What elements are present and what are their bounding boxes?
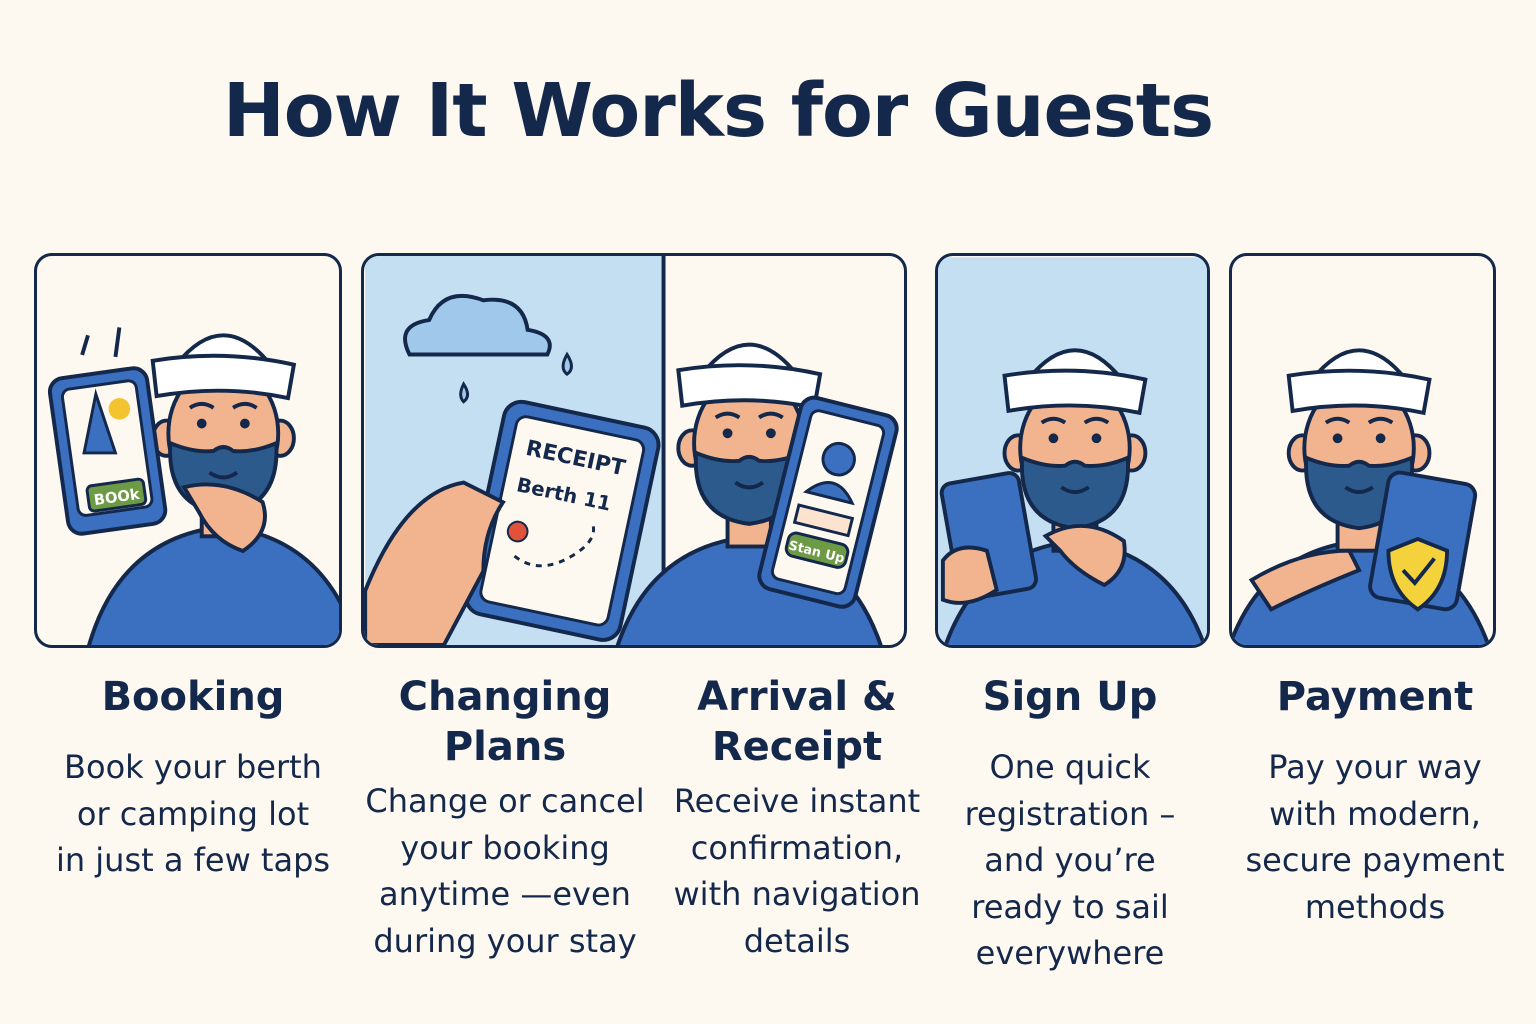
step-text: anytime —even	[379, 875, 631, 913]
step-text: ready to sail	[971, 887, 1169, 926]
step-payment: Payment Pay your way with modern, secure…	[1235, 672, 1515, 930]
step-text: Receive instant	[673, 782, 921, 820]
step-text: secure payment	[1245, 841, 1505, 879]
step-heading: Sign Up	[982, 674, 1158, 720]
step-changing-plans: Changing Plans Change or cancel your boo…	[355, 672, 655, 964]
rain-cloud-icon	[403, 293, 552, 357]
step-sign-up: Sign Up One quick registration – and you…	[950, 672, 1190, 977]
sign-up-illustration	[935, 253, 1210, 648]
step-heading: Arrival &	[697, 674, 897, 720]
page-title: How It Works for Guests	[222, 68, 1214, 154]
step-text: details	[743, 921, 851, 960]
booking-illustration: BOOk	[34, 253, 342, 648]
step-text: during your stay	[373, 921, 637, 960]
step-text: Change or cancel	[365, 782, 645, 820]
step-text: registration –	[964, 794, 1176, 833]
step-text: confirmation,	[690, 828, 904, 867]
user-avatar-icon	[821, 441, 856, 477]
step-booking: Booking Book your berth or camping lot i…	[43, 672, 343, 884]
step-text: everywhere	[975, 934, 1165, 972]
step-heading: Booking	[101, 674, 285, 720]
shield-check-icon	[1386, 536, 1450, 612]
receipt-and-signup-icon: RECEIPT Berth 11 Stan Up	[364, 256, 899, 645]
step-text: in just a few taps	[55, 841, 331, 879]
step-text: or camping lot	[76, 794, 310, 833]
step-heading: Changing	[398, 674, 612, 720]
step-text: and you’re	[984, 841, 1156, 879]
changing-plans-arrival-illustration: RECEIPT Berth 11 Stan Up	[361, 253, 907, 648]
step-text: methods	[1304, 887, 1446, 926]
step-text: Pay your way	[1268, 748, 1482, 786]
step-text: with navigation	[673, 875, 921, 913]
payment-illustration	[1229, 253, 1496, 648]
book-button-label: BOOk	[93, 486, 142, 509]
step-heading: Payment	[1276, 674, 1474, 720]
step-heading: Receipt	[711, 724, 883, 770]
step-arrival-receipt: Arrival & Receipt Receive instant confir…	[667, 672, 927, 964]
step-text: your booking	[400, 828, 610, 867]
step-text: with modern,	[1269, 794, 1481, 833]
step-heading: Plans	[443, 724, 567, 770]
step-text: Book your berth	[64, 748, 322, 786]
step-text: One quick	[989, 748, 1151, 786]
map-pin-icon	[506, 520, 529, 543]
sailor-booking-icon: BOOk	[47, 327, 339, 645]
sailor-sign-up-icon	[938, 257, 1207, 645]
sailor-payment-icon	[1232, 348, 1493, 645]
